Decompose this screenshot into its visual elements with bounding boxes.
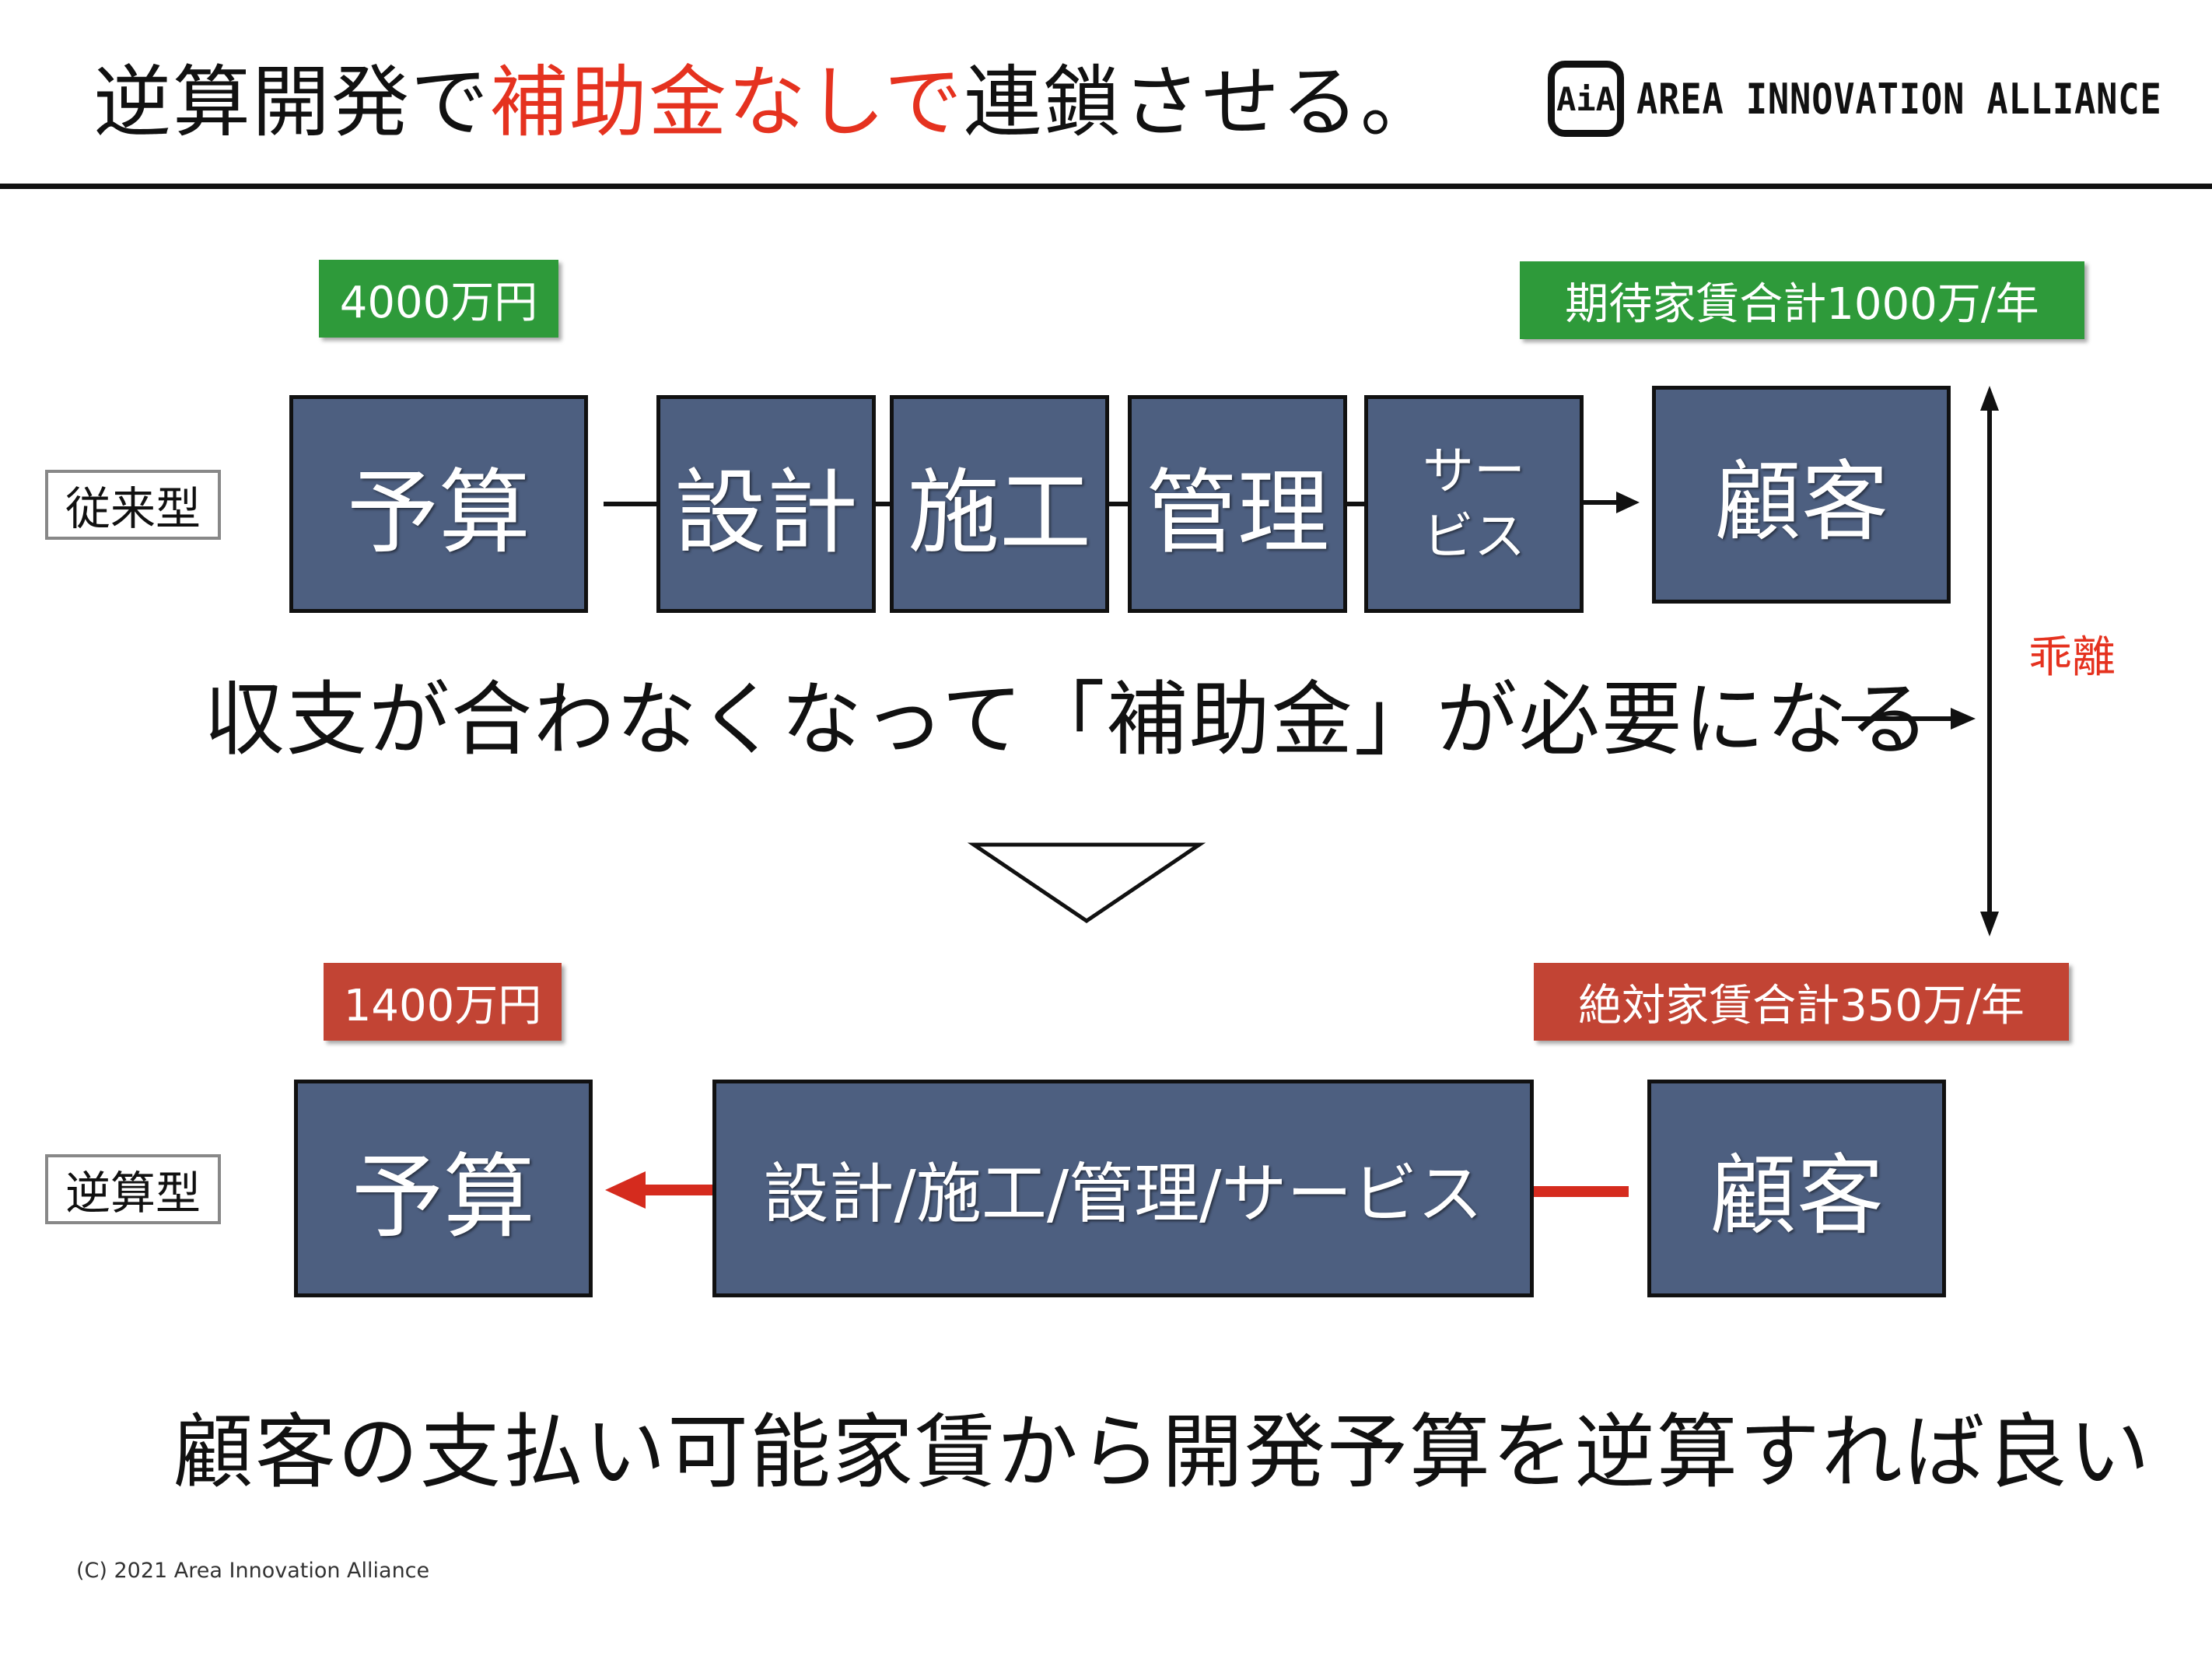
copyright: (C) 2021 Area Innovation Alliance [76,1559,430,1583]
row-label-conventional: 従来型 [45,470,221,540]
slide-title: 逆算開発で補助金なしで連鎖させる。 [93,48,1440,157]
box-management-top: 管理 [1128,395,1347,613]
conclusion-text: 顧客の支払い可能家賃から開発予算を逆算すれば良い [173,1405,2152,1500]
title-highlight: 補助金なしで [490,57,964,148]
arrowhead-right [1951,708,1976,730]
title-part1: 逆算開発で [93,57,490,148]
connector [1347,502,1364,506]
box-budget-bottom: 予算 [294,1080,593,1297]
row-label-reverse: 逆算型 [45,1154,221,1224]
arrowhead-down [1980,912,1999,936]
rent-tag-bottom: 絶対家賃合計350万/年 [1534,963,2069,1041]
budget-tag-bottom: 1400万円 [324,963,562,1041]
gap-label: 乖離 [2028,632,2116,683]
logo-mark: AiA [1548,61,1624,137]
budget-tag-top: 4000万円 [319,260,558,338]
connector [604,502,656,506]
box-service-top: サービス [1364,395,1584,613]
arrowhead-up [1980,386,1999,411]
box-customer-top: 顧客 [1652,386,1951,604]
aia-logo: AiA AREA INNOVATION ALLIANCE [1548,56,2212,142]
box-budget-top: 予算 [289,395,588,613]
arrowhead-right [1616,492,1640,513]
connector [1109,502,1128,506]
box-customer-bottom: 顧客 [1647,1080,1946,1297]
red-arrowhead-left [605,1171,646,1209]
down-triangle [967,842,1206,924]
box-construction-top: 施工 [890,395,1109,613]
problem-statement: 収支が合わなくなって「補助金」が必要になる [204,672,1931,767]
connector [876,502,890,506]
header-divider [0,184,2212,189]
rent-tag-top: 期待家賃合計1000万/年 [1520,261,2084,339]
box-combined-bottom: 設計/施工/管理/サービス [712,1080,1534,1297]
box-design-top: 設計 [656,395,876,613]
logo-text: AREA INNOVATION ALLIANCE [1636,74,2162,124]
title-part2: 連鎖させる。 [964,57,1440,148]
